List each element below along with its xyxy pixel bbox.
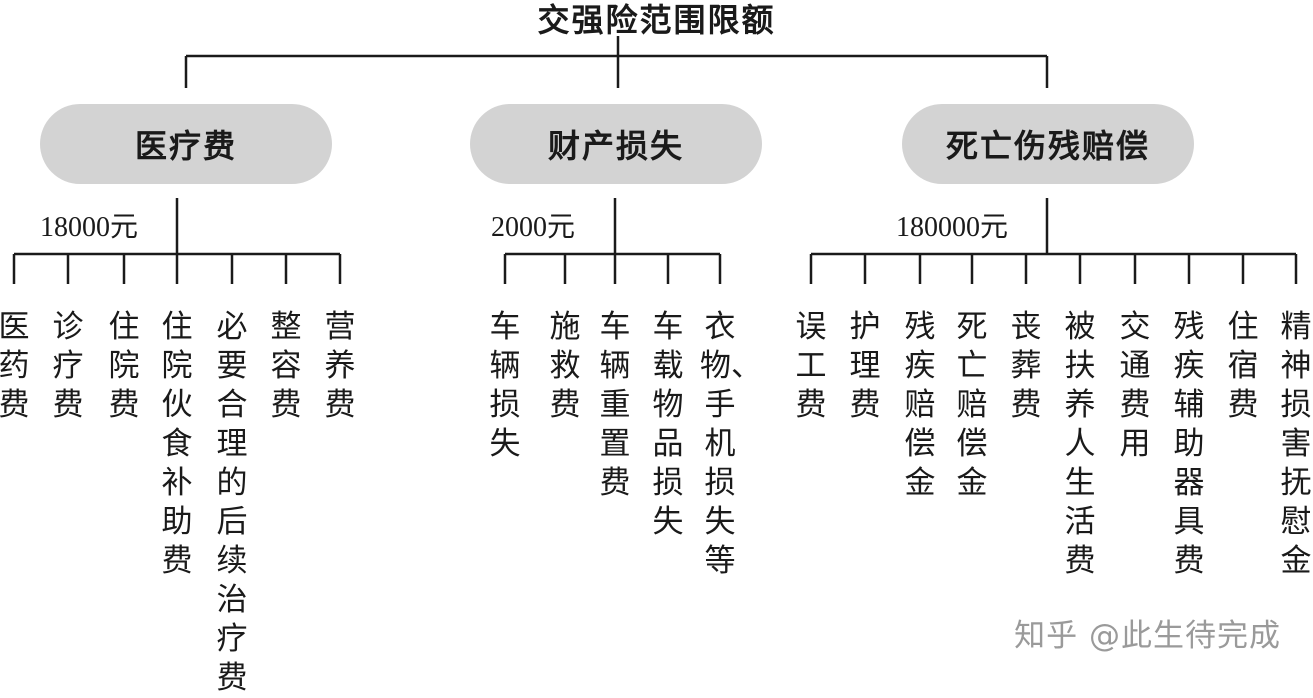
limit-medical: 18000元 xyxy=(40,212,139,243)
limit-property: 2000元 xyxy=(491,212,576,243)
leaf-item: 诊疗费 xyxy=(52,309,84,423)
leaf-item: 精神损害抚慰金 xyxy=(1280,309,1312,579)
leaf-item: 护理费 xyxy=(849,309,881,423)
leaf-item: 医药费 xyxy=(0,309,30,423)
leaf-item: 丧葬费 xyxy=(1010,309,1042,423)
leaf-item: 住院伙食补助费 xyxy=(161,309,193,579)
category-property: 财产损失 xyxy=(470,104,762,184)
watermark: 知乎 @此生待完成 xyxy=(1014,618,1281,654)
leaf-item: 住宿费 xyxy=(1227,309,1259,423)
leaf-item: 车载物品损失 xyxy=(652,309,684,540)
limit-death-disability: 180000元 xyxy=(896,212,1009,243)
leaf-item: 营养费 xyxy=(324,309,356,423)
diagram-title: 交强险范围限额 xyxy=(537,1,776,39)
leaf-item: 车辆损失 xyxy=(489,309,521,462)
leaf-item: 死亡赔偿金 xyxy=(956,309,988,501)
leaf-item: 残疾辅助器具费 xyxy=(1173,309,1205,579)
leaf-item: 残疾赔偿金 xyxy=(904,309,936,501)
leaf-item: 衣物、手机损失等 xyxy=(700,309,762,579)
leaf-item: 车辆重置费 xyxy=(599,309,631,501)
leaf-item: 必要合理的后续治疗费 xyxy=(216,309,248,696)
leaf-item: 施救费 xyxy=(549,309,581,423)
leaf-item: 交通费用 xyxy=(1119,309,1151,462)
category-death-disability: 死亡伤残赔偿 xyxy=(902,104,1194,184)
category-medical: 医疗费 xyxy=(40,104,332,184)
leaf-item: 住院费 xyxy=(108,309,140,423)
leaf-item: 整容费 xyxy=(270,309,302,423)
leaf-item: 被扶养人生活费 xyxy=(1064,309,1096,579)
leaf-item: 误工费 xyxy=(795,309,827,423)
